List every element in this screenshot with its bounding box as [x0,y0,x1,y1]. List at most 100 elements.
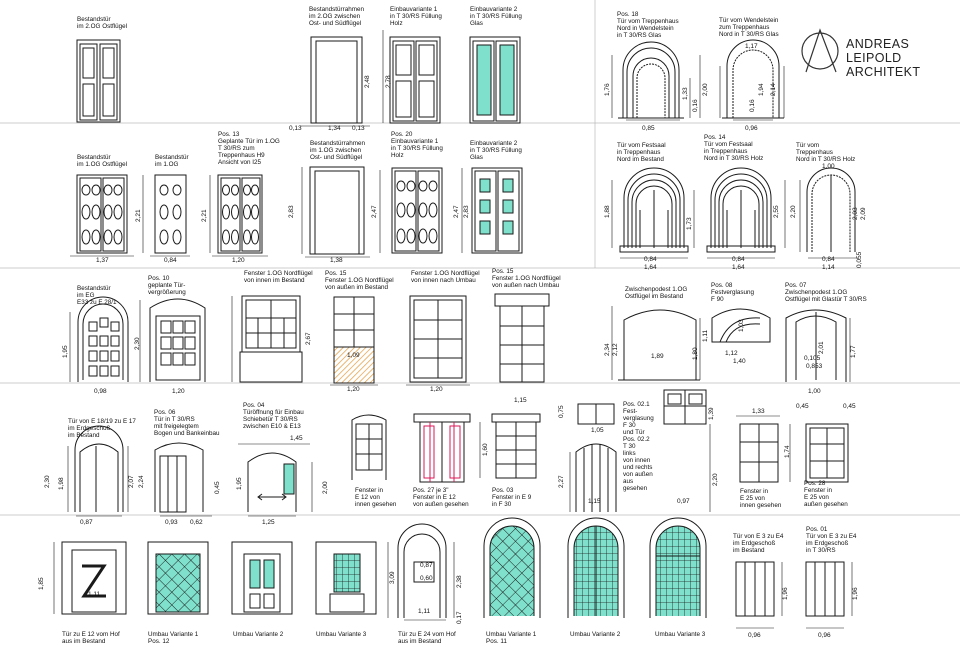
arched-door-pos18 [618,41,684,119]
door-existing-2og [76,39,121,123]
dim-text: 1,95 [236,477,243,490]
label-b5: Tür zu E 24 vom Hof aus im Bestand [398,631,456,645]
dim-text: 2,12 [612,343,619,356]
landing-opening-existing [618,309,700,381]
dim-text: 2,20 [790,205,797,218]
door-e24-hof-existing [397,523,447,618]
label-b1: Tür zu E 12 vom Hof aus im Bestand [62,631,120,645]
dim-text: 1,33 [682,87,689,100]
dim-text: 1,17 [745,43,758,50]
door-e24-variant1-pos11 [483,517,541,618]
window-1og-nord-inside-after [409,295,467,383]
glass-door-pos07 [785,309,847,382]
dim-text: 0,13 [289,125,302,132]
arched-door-treppenhaus-nord [806,167,856,252]
window-1og-nord-outside-after [494,293,550,383]
dim-text: 1,85 [38,577,45,590]
dim-text: 1,73 [686,217,693,230]
label-r1b: Bestandstürrahmen im 2.OG zwischen Ost- … [309,6,364,27]
dim-text: 1,38 [330,257,343,264]
label-r2e: Pos. 20 Einbauvariante 1 in T 30/RS Füll… [391,131,443,159]
label-r2i: Tür vom Treppenhaus Nord in T 30/RS Holz [796,142,856,163]
dim-text: 1,20 [172,388,185,395]
door-e12-variant2 [231,541,293,615]
door-pos022-right [663,389,707,425]
label-r3f: Pos. 15 Fenster 1.OG Nordflügel von auße… [492,268,561,289]
door-existing-eg-e33 [77,296,129,382]
label-r5b: Pos. 01 Tür von E 3 zu E4 im Erdgeschoß … [806,526,857,554]
label-b4: Umbau Variante 3 [316,631,367,638]
dim-text: 0,055 [856,251,863,268]
door-e3-e4-existing [735,561,775,617]
dim-text: 2,00 [702,83,709,96]
door-existing-1og [154,174,187,254]
dim-text: 1,33 [752,408,765,415]
dim-text: 1,03 [738,319,745,332]
dim-text: 1,64 [644,264,657,271]
dim-text: 2,83 [288,205,295,218]
dim-text: 1,09 [347,352,360,359]
fixed-glazing-pos02 [575,403,617,512]
dim-text: 1,96 [852,587,859,600]
window-e9-pos03 [491,413,541,479]
window-e12-inside [351,414,387,480]
label-r1f: Tür vom Wendelstein zum Treppenhaus Nord… [719,17,779,38]
dim-text: 1,60 [482,443,489,456]
dim-text: 0,84 [644,256,657,263]
label-r3i: Pos. 07 Zwischenpodest 1.OG Ostflügel mi… [785,282,867,303]
dim-text: 2,38 [456,575,463,588]
dim-text: 2,48 [364,75,371,88]
door-e3-e4-pos01 [805,561,845,617]
dim-text: 1,14 [822,264,835,271]
dim-text: 1,80 [692,347,699,360]
door-e12-variant3 [315,541,377,615]
label-r3h: Pos. 08 Festverglasung F 90 [711,282,755,303]
window-e25-outside-pos28 [805,423,849,483]
dim-text: 0,45 [843,403,856,410]
dim-text: 0,84 [164,257,177,264]
dim-text: 1,74 [784,445,791,458]
dim-text: 0,87 [80,519,93,526]
sliding-door-opening-pos04 [247,452,297,512]
dim-text: 2,14 [770,83,777,96]
label-r3g: Zwischenpodest 1.OG Ostflügel im Bestand [625,286,688,300]
dim-text: 1,76 [604,83,611,96]
dim-text: 0,75 [558,405,565,418]
dim-text: 3,09 [389,571,396,584]
door-eg-e18-existing [74,425,124,512]
dim-text: 2,00 [322,481,329,494]
doorframe-existing-1og [309,166,365,255]
arched-door-festsaal-existing [619,167,689,253]
label-b7: Umbau Variante 2 [570,631,621,638]
dim-text: 1,20 [347,386,360,393]
dim-text: 1,34 [328,125,341,132]
dim-text: 0,96 [818,632,831,639]
dim-text: 1,64 [732,264,745,271]
architect-logo-icon [801,28,839,73]
dim-text: 0,93 [165,519,178,526]
dim-text: 1,88 [604,205,611,218]
dim-text: 2,21 [201,209,208,222]
door-e24-variant3 [649,517,707,618]
dim-text: 1,98 [58,477,65,490]
label-r4a: Tür von E 18/19 zu E 17 im Erdgeschoß im… [68,418,136,439]
label-b6: Umbau Variante 1 Pos. 11 [486,631,537,645]
arched-door-wendelstein [722,39,784,119]
label-r2f: Einbauvariante 2 in T 30/RS Füllung Glas [470,140,522,161]
label-r2c: Pos. 13 Geplante Tür im 1.OG T 30/RS zum… [218,131,280,166]
dim-text: 2,47 [453,205,460,218]
label-r2b: Bestandstür im 1.OG [155,154,189,168]
dim-text: 0,84 [822,256,835,263]
dim-text: 1,00 [822,163,835,170]
door-pos06 [154,442,204,513]
dim-text: 1,12 [725,350,738,357]
label-r4e: Pos. 27 je 3" Fenster in E 12 von außen … [413,487,469,508]
dim-text: 0,17 [456,611,463,624]
dim-text: 2,24 [138,475,145,488]
dim-text: 2,83 [463,205,470,218]
dim-text: 1,45 [290,435,303,442]
dim-text: 0,98 [94,388,107,395]
dim-text: 2,09 [860,207,867,220]
dim-text: 1,95 [62,345,69,358]
dim-text: 0,16 [692,99,699,112]
